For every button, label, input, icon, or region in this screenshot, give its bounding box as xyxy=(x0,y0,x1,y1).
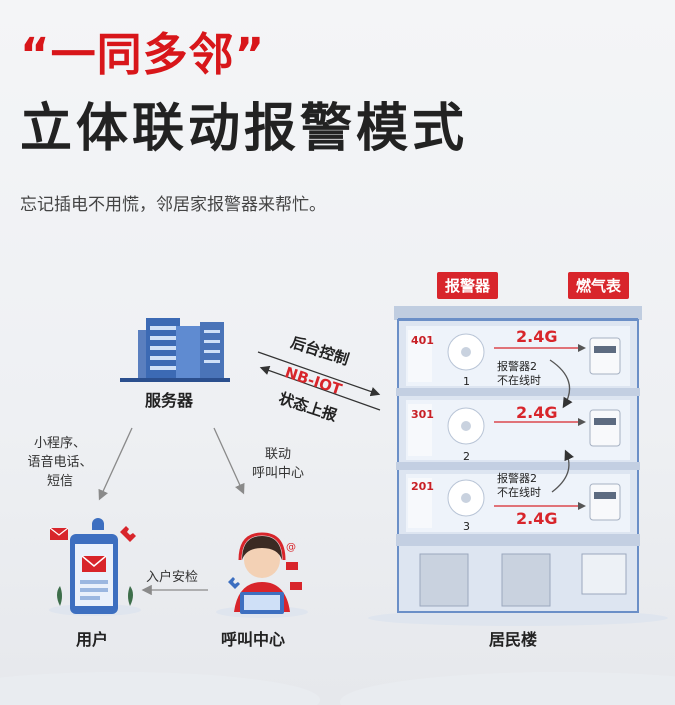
server-icon xyxy=(120,318,230,382)
floor-201: 201 xyxy=(411,480,434,493)
floor-401: 401 xyxy=(411,334,434,347)
user-label: 用户 xyxy=(76,630,109,649)
title-line-1: “一同多邻” xyxy=(20,28,266,81)
alarm-index-2: 2 xyxy=(463,450,470,463)
link-call-center-label: 联动 呼叫中心 xyxy=(251,447,304,481)
signal-label-201: 2.4G xyxy=(516,509,558,528)
svg-text:@: @ xyxy=(286,542,296,553)
signal-label-401: 2.4G xyxy=(516,327,558,346)
offline-note-lower: 报警器2 不在线时 xyxy=(497,472,541,499)
subtitle: 忘记插电不用慌，邻居家报警器来帮忙。 xyxy=(20,195,326,215)
signal-label-301: 2.4G xyxy=(516,403,558,422)
title-line-2: 立体联动报警模式 xyxy=(20,99,469,159)
alarm-tag: 报警器 xyxy=(437,272,499,299)
gas-meter-tag: 燃气表 xyxy=(568,272,630,299)
operator-icon: @ xyxy=(216,532,308,618)
floor-301: 301 xyxy=(411,408,434,421)
home-inspection-label: 入户安检 xyxy=(146,570,199,585)
server-label: 服务器 xyxy=(145,391,194,410)
alarm-index-1: 1 xyxy=(463,375,470,388)
phone-icon xyxy=(49,518,141,616)
building-label: 居民楼 xyxy=(489,630,538,649)
user-channels-label: 小程序、 语音电话、 短信 xyxy=(27,436,93,489)
alarm-index-3: 3 xyxy=(463,520,470,533)
offline-note-upper: 报警器2 不在线时 xyxy=(497,360,541,387)
call-center-label: 呼叫中心 xyxy=(221,630,286,649)
building-graphic xyxy=(368,306,668,626)
